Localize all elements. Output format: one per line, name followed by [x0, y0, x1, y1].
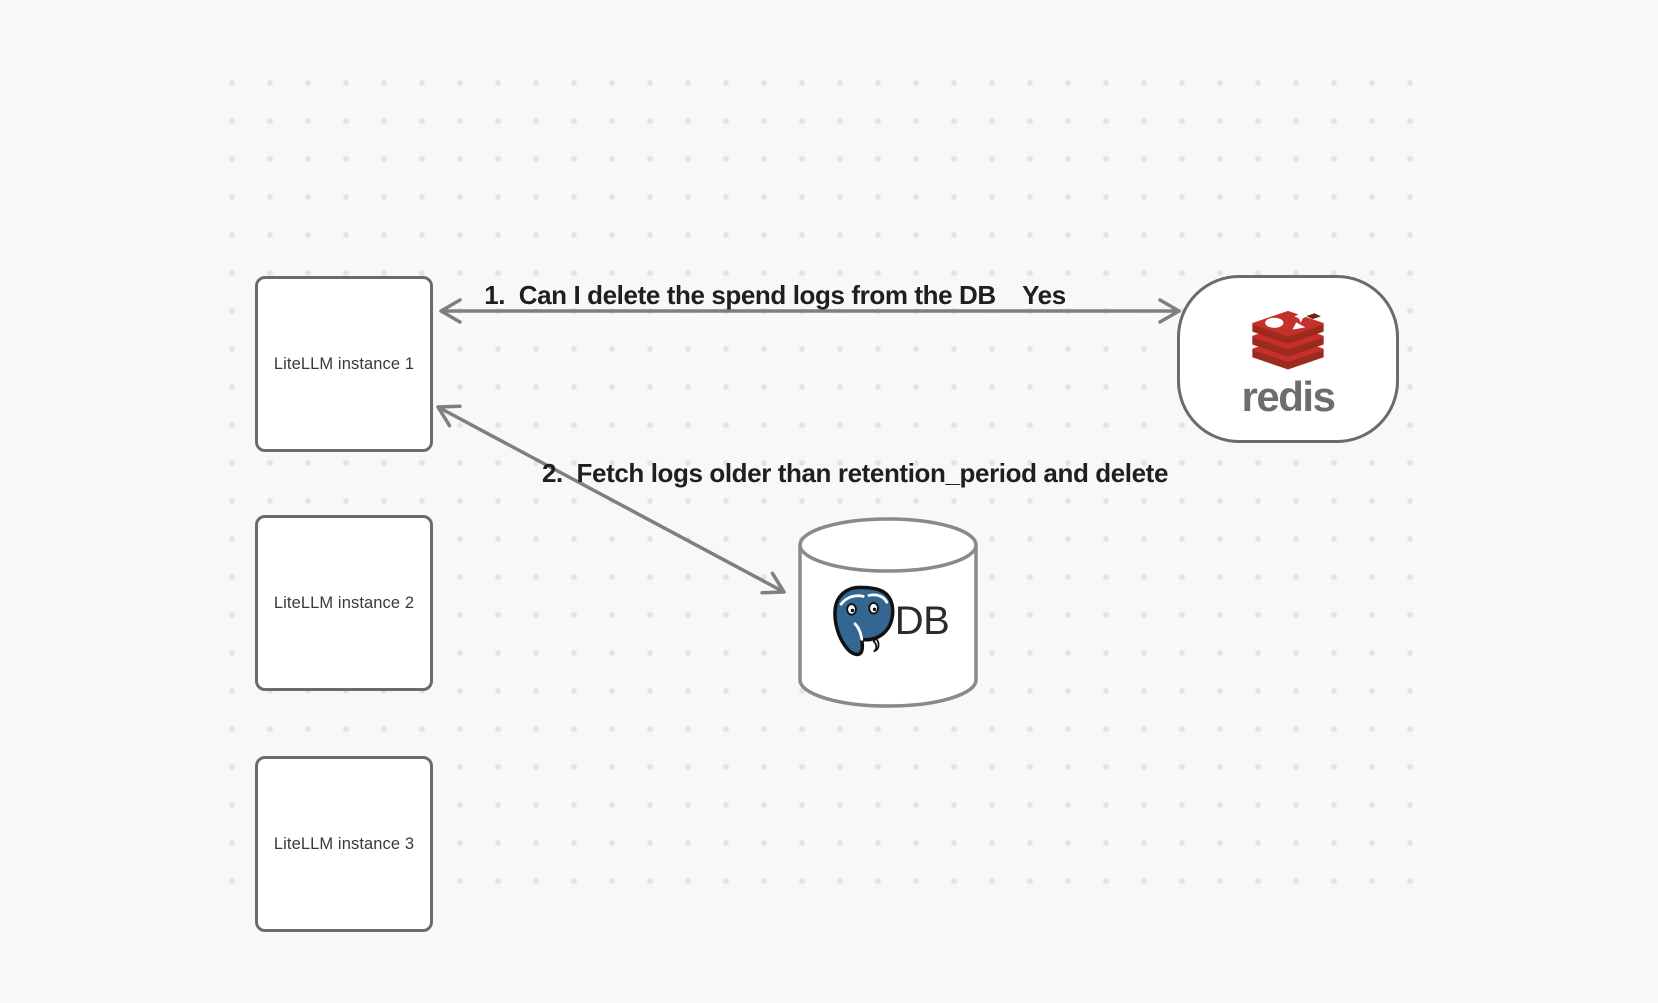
edge-answer-yes: Yes — [1022, 280, 1066, 310]
redis-stack-icon — [1252, 310, 1324, 370]
node-litellm-instance-1: LiteLLM instance 1 — [255, 276, 433, 452]
node-litellm-instance-2: LiteLLM instance 2 — [255, 515, 433, 691]
node-litellm-instance-3: LiteLLM instance 3 — [255, 756, 433, 932]
database-content: DB — [799, 536, 977, 706]
node-label: LiteLLM instance 3 — [273, 834, 415, 853]
database-label: DB — [894, 598, 950, 643]
node-redis: redis — [1177, 275, 1399, 443]
postgresql-elephant-icon — [832, 585, 895, 657]
redis-wordmark: redis — [1241, 373, 1336, 420]
node-label: LiteLLM instance 2 — [273, 593, 415, 612]
edge-label-fetch-logs: 2. Fetch logs older than retention_perio… — [541, 458, 1169, 488]
edge-label-delete-spend-logs: 1. Can I delete the spend logs from the … — [484, 280, 996, 310]
node-label: LiteLLM instance 1 — [273, 354, 415, 373]
